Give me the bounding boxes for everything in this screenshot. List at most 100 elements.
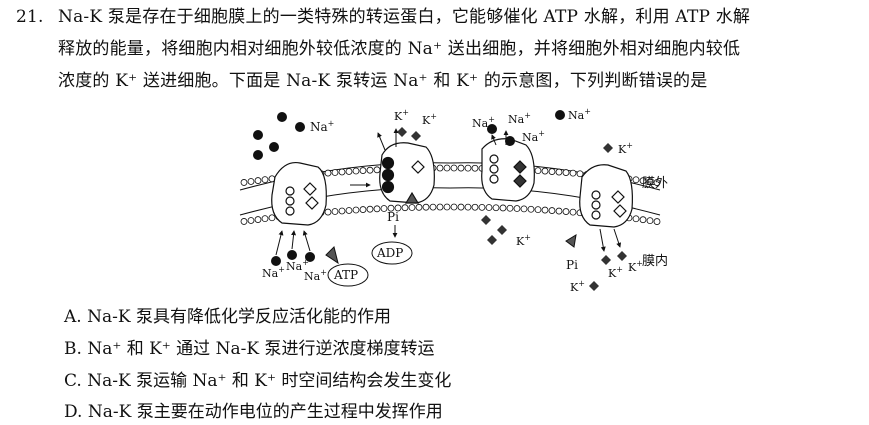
- option-b-text: Na⁺ 和 K⁺ 通过 Na-K 泵进行逆浓度梯度转运: [87, 339, 435, 359]
- na-k-pump-diagram: Na+ K+ K+ Pi ADP ATP Na+ Na+ Na+ Na+ Na+…: [239, 107, 668, 294]
- lipid-head: [247, 217, 255, 224]
- lipid-head: [464, 164, 472, 172]
- lipid-head: [443, 203, 451, 211]
- lipid-head: [513, 205, 521, 212]
- lipid-head: [548, 168, 556, 175]
- label-na-far: Na+: [568, 107, 591, 122]
- lipid-head: [394, 204, 402, 212]
- lipid-head: [639, 177, 647, 185]
- label-pi-1: Pi: [387, 210, 399, 224]
- lipid-head: [646, 217, 654, 225]
- lipid-head: [387, 204, 395, 212]
- lipid-head: [240, 218, 248, 225]
- lipid-head: [380, 205, 388, 212]
- lipid-head: [541, 167, 549, 175]
- lipid-head: [345, 168, 353, 175]
- label-na-in-1: Na+: [262, 265, 285, 280]
- option-d-text: Na-K 泵主要在动作电位的产生过程中发挥作用: [87, 402, 443, 422]
- lipid-head: [471, 164, 479, 172]
- label-outside: 膜外: [642, 176, 668, 191]
- lipid-head: [352, 206, 360, 214]
- lipid-head: [569, 208, 577, 216]
- label-na-in-3: Na+: [304, 268, 327, 283]
- label-na-top-1: Na+: [472, 115, 495, 130]
- lipid-head: [436, 203, 444, 211]
- lipid-head: [562, 208, 570, 215]
- question-number: 21.: [16, 7, 44, 27]
- lipid-head: [534, 206, 542, 214]
- lipid-head: [576, 170, 584, 178]
- lipid-head: [450, 203, 458, 211]
- option-c: C. Na-K 泵运输 Na⁺ 和 K⁺ 时空间结构会发生变化: [64, 370, 451, 392]
- pump-4: [579, 164, 633, 228]
- lipid-head: [373, 205, 381, 213]
- lipid-head: [324, 208, 332, 216]
- label-k-in: K+: [516, 233, 531, 248]
- lipid-head: [541, 206, 549, 214]
- lipid-head: [457, 203, 465, 211]
- lipid-head: [520, 205, 528, 213]
- lipid-head: [478, 203, 486, 211]
- label-pi-2: Pi: [566, 258, 578, 272]
- lipid-head: [527, 205, 535, 213]
- lipid-head: [247, 178, 255, 185]
- lipid-head: [443, 164, 451, 172]
- lipid-head: [240, 179, 248, 186]
- label-k-2: K+: [422, 112, 437, 127]
- lipid-head: [653, 218, 661, 225]
- atp-shape: [327, 263, 369, 287]
- option-b: B. Na⁺ 和 K⁺ 通过 Na-K 泵进行逆浓度梯度转运: [64, 338, 434, 360]
- pump2-k: [397, 127, 421, 141]
- lipid-head: [401, 204, 409, 212]
- lipid-head: [338, 168, 346, 176]
- lipid-head: [653, 179, 661, 186]
- lipid-head: [485, 204, 493, 211]
- lipid-head: [254, 216, 262, 223]
- option-c-text: Na-K 泵运输 Na⁺ 和 K⁺ 时空间结构会发生变化: [87, 371, 452, 391]
- pump-3: [481, 138, 535, 202]
- lipid-head: [436, 164, 444, 172]
- option-d: D. Na-K 泵主要在动作电位的产生过程中发挥作用: [64, 401, 443, 423]
- lipid-head: [464, 203, 472, 211]
- lipid-head: [345, 207, 353, 214]
- lipid-head: [338, 207, 346, 215]
- label-adp: ADP: [376, 246, 403, 260]
- lipid-head: [415, 203, 423, 211]
- lipid-head: [331, 169, 339, 176]
- lipid-head: [261, 215, 269, 223]
- lipid-head: [499, 204, 507, 212]
- label-na-in-2: Na+: [286, 258, 309, 273]
- lipid-head: [268, 214, 276, 222]
- option-d-letter: D.: [64, 402, 83, 422]
- lipid-head: [471, 203, 479, 211]
- lipid-head: [632, 215, 640, 223]
- question-line-2: 释放的能量，将细胞内相对细胞外较低浓度的 Na⁺ 送出细胞，并将细胞外相对细胞内…: [58, 39, 741, 59]
- lipid-head: [359, 206, 367, 213]
- lipid-head: [373, 166, 381, 174]
- lipid-head: [548, 207, 556, 214]
- lipid-head: [261, 176, 269, 184]
- lipid-head: [555, 207, 563, 215]
- lipid-head: [506, 204, 514, 212]
- lipid-head: [331, 208, 339, 215]
- label-na-top-3: Na+: [522, 129, 545, 144]
- option-a: A. Na-K 泵具有降低化学反应活化能的作用: [64, 306, 391, 328]
- pump-1: [271, 161, 327, 226]
- lipid-head: [429, 203, 437, 211]
- lipid-head: [359, 167, 367, 174]
- question-text-1: Na-K 泵是存在于细胞膜上的一类特殊的转运蛋白，它能够催化 ATP 水解，利用…: [58, 7, 751, 27]
- label-na-top-2: Na+: [508, 111, 531, 126]
- question-line-3: 浓度的 K⁺ 送进细胞。下面是 Na-K 泵转运 Na⁺ 和 K⁺ 的示意图，下…: [58, 71, 708, 91]
- lipid-head: [492, 204, 500, 212]
- lipid-head: [366, 205, 374, 213]
- lipid-head: [562, 169, 570, 176]
- option-a-letter: A.: [64, 307, 82, 327]
- label-k-far: K+: [618, 141, 633, 156]
- label-k-in-4: K+: [570, 279, 585, 294]
- lipid-head: [569, 169, 577, 177]
- lipid-head: [534, 167, 542, 175]
- label-na-outside: Na+: [310, 119, 334, 134]
- lipid-head: [422, 203, 430, 211]
- lipid-head: [457, 164, 465, 172]
- pump-2: [379, 142, 435, 204]
